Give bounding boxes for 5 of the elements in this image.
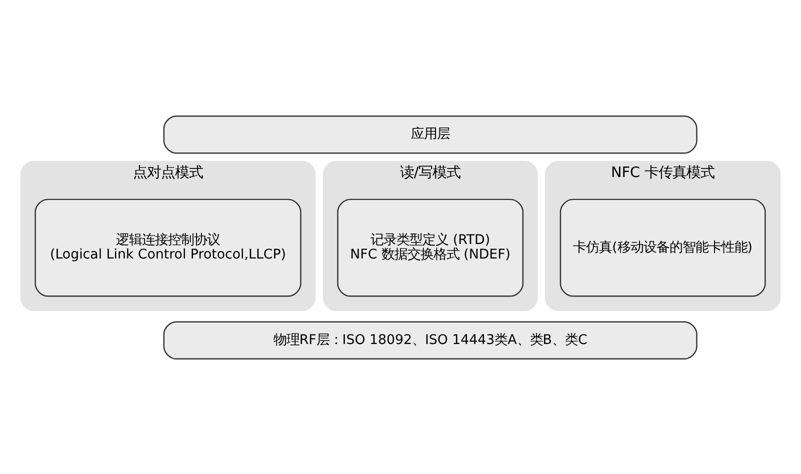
node-box: 应用层 (163, 115, 698, 154)
node-box: 逻辑连接控制协议 (Logical Link Control Protocol,LLCP) (34, 198, 302, 296)
node-box: 物理RF层：ISO 18092、ISO 14443类A、类B、类C (163, 320, 698, 359)
node-box: 卡仿真(移动设备的智能卡性能) (560, 198, 766, 296)
node-box: 记录类型定义 (RTD) NFC 数据交换格式 (NDEF) (337, 198, 524, 296)
